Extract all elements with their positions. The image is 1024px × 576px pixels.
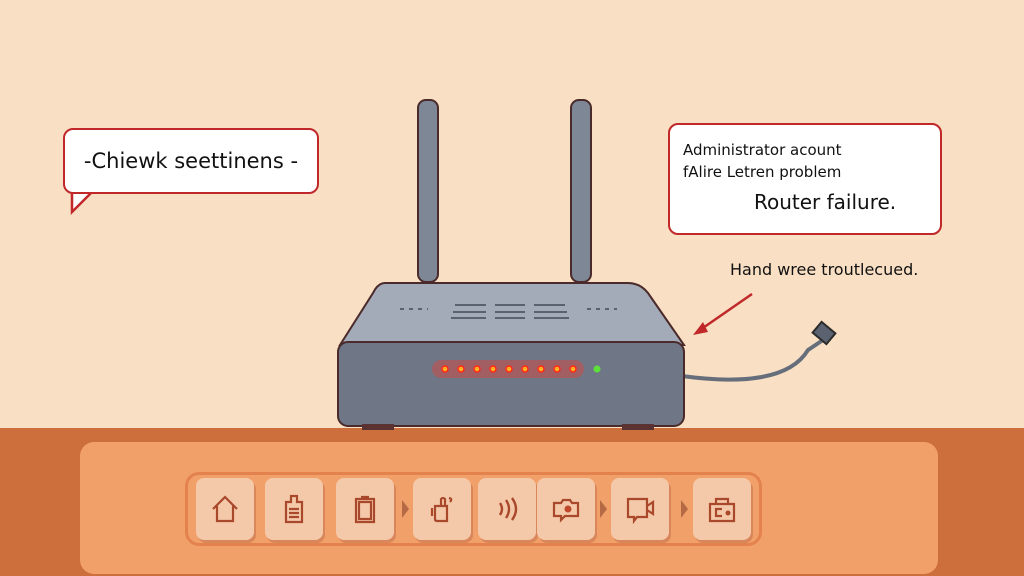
camera-chat-icon <box>552 498 580 523</box>
red-led <box>457 365 465 373</box>
cable-plug <box>811 320 837 346</box>
red-led <box>489 365 497 373</box>
hand-icon <box>430 496 453 523</box>
icon-toolbar <box>185 472 762 546</box>
antenna-left <box>417 99 439 283</box>
red-led <box>505 365 513 373</box>
hand-button[interactable] <box>413 478 471 540</box>
document-button[interactable] <box>265 478 323 540</box>
red-led <box>521 365 529 373</box>
document-icon <box>284 494 304 524</box>
red-led <box>473 365 481 373</box>
bubble-right-line2: fAlire Letren problem <box>683 163 842 181</box>
arrow-head <box>693 322 708 335</box>
video-chat-icon <box>626 497 655 525</box>
home-icon <box>212 495 238 523</box>
router-front <box>337 341 685 427</box>
clipboard-icon <box>354 495 376 524</box>
red-led <box>569 365 577 373</box>
speech-bubble-left: -Chiewk seettinens - <box>63 128 319 194</box>
chevron-right-icon <box>681 500 688 518</box>
chevron-right-icon <box>402 500 409 518</box>
wallet-lock-icon <box>708 497 736 523</box>
arrow <box>699 292 753 332</box>
video-chat-button[interactable] <box>611 478 669 540</box>
camera-chat-button[interactable] <box>537 478 595 540</box>
home-button[interactable] <box>196 478 254 540</box>
red-led <box>537 365 545 373</box>
clipboard-button[interactable] <box>336 478 394 540</box>
wallet-lock-button[interactable] <box>693 478 751 540</box>
router-foot-left <box>362 424 394 430</box>
bubble-right-line1: Administrator acount <box>683 141 842 159</box>
antenna-right <box>570 99 592 283</box>
cable <box>681 336 828 382</box>
chevron-right-icon <box>600 500 607 518</box>
speech-bubble-right: Administrator acount fAlire Letren probl… <box>668 123 942 235</box>
red-led <box>553 365 561 373</box>
router-foot-right <box>622 424 654 430</box>
annotation-text: Hand wree troutlecued. <box>730 260 919 279</box>
signal-button[interactable] <box>478 478 536 540</box>
signal-waves-icon <box>498 497 518 521</box>
green-led <box>593 365 601 373</box>
red-led <box>441 365 449 373</box>
router-top <box>338 282 686 346</box>
bubble-left-text: -Chiewk seettinens - <box>83 149 299 173</box>
bubble-right-title: Router failure. <box>754 190 897 214</box>
